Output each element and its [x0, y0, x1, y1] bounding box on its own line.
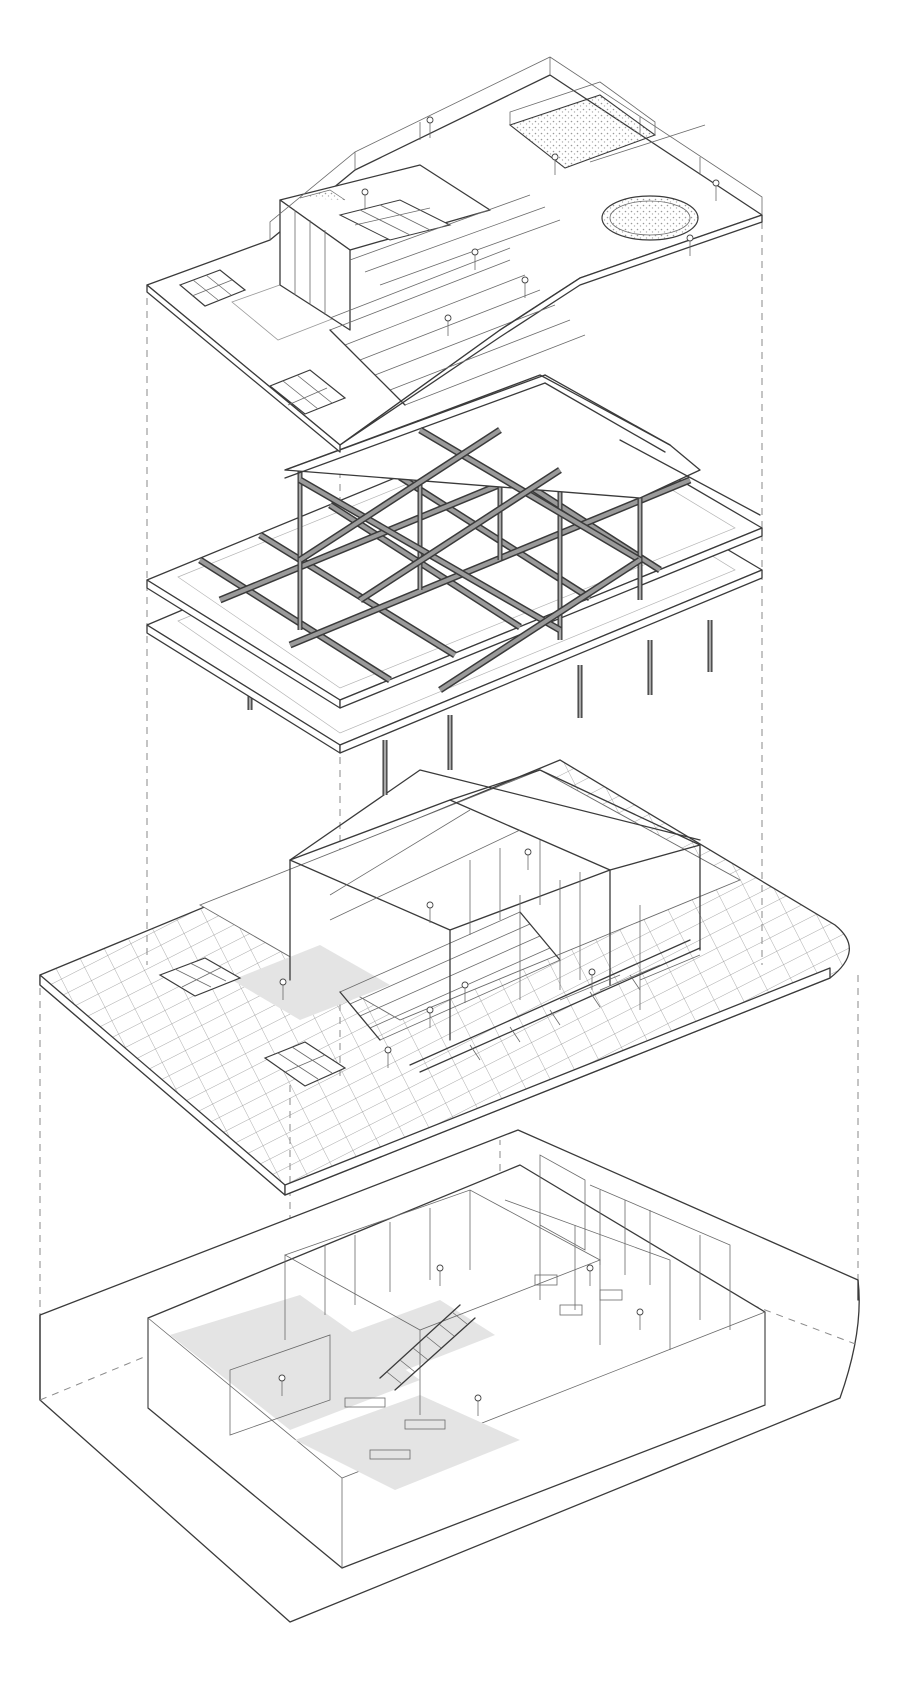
- ground-skylights: [158, 957, 347, 1087]
- frame-diagonal-braces: [298, 426, 642, 693]
- roof-skylights: [178, 269, 347, 415]
- structural-frame: [146, 374, 763, 795]
- ground-floor-with-paving-grid: [39, 759, 850, 1196]
- roof-figures: [361, 116, 720, 336]
- basement-figures: [278, 1264, 644, 1416]
- ground-figures: [279, 848, 596, 1068]
- roof-stepped-seating: [329, 194, 586, 406]
- basement-level: [39, 1129, 860, 1623]
- roof-terrace: [146, 56, 763, 453]
